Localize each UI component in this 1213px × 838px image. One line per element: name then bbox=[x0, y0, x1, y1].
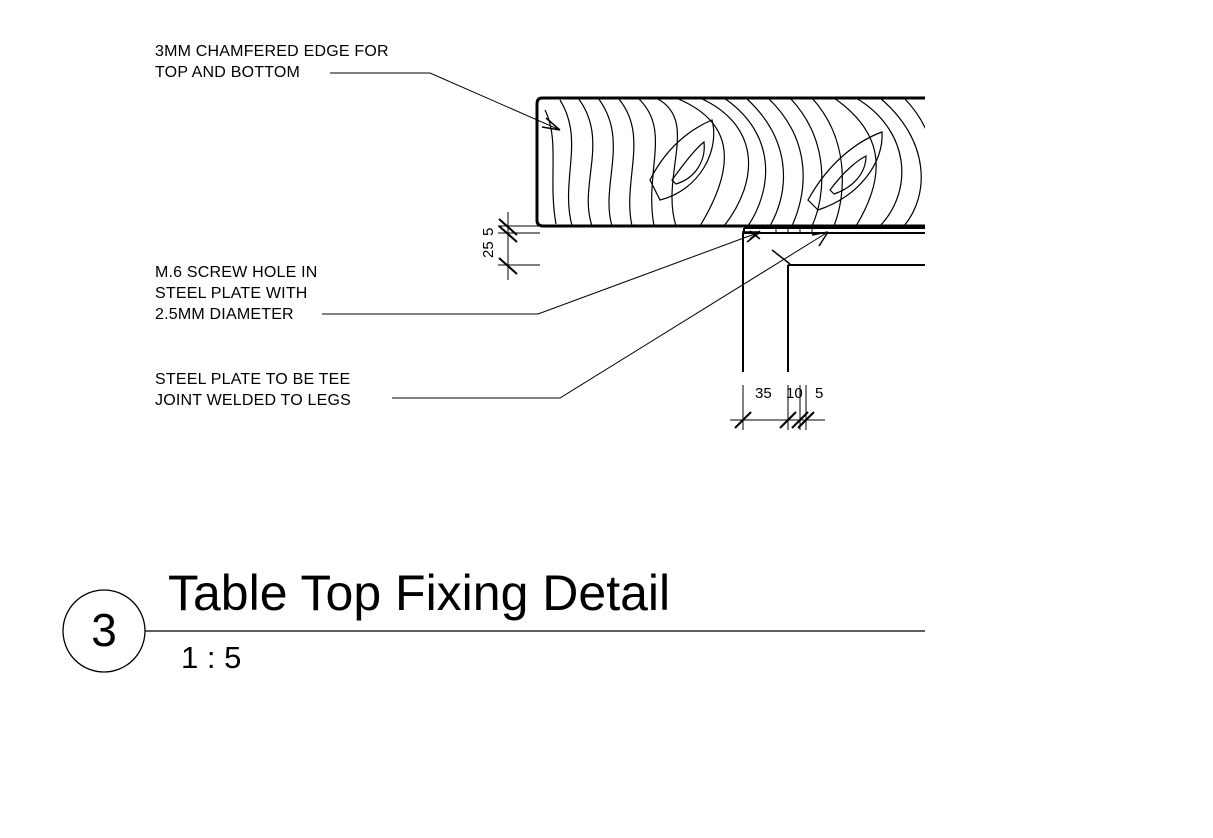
screw-note-line-2: STEEL PLATE WITH bbox=[155, 285, 308, 302]
plate-note-line-2: JOINT WELDED TO LEGS bbox=[155, 392, 352, 409]
timber-table-top bbox=[535, 96, 925, 228]
screw-hole-note: M.6 SCREW HOLE IN STEEL PLATE WITH 2.5MM… bbox=[155, 262, 318, 325]
chamfer-note-line-2: TOP AND BOTTOM bbox=[155, 64, 301, 81]
plate-note-line-1: STEEL PLATE TO BE TEE bbox=[155, 371, 351, 388]
steel-plate bbox=[743, 227, 925, 234]
horizontal-dimension bbox=[730, 385, 825, 430]
chamfer-note-line-1: 3MM CHAMFERED EDGE FOR bbox=[155, 43, 389, 60]
dim-vertical-25: 25 bbox=[480, 241, 497, 258]
screw-note-line-3: 2.5MM DIAMETER bbox=[155, 306, 294, 323]
detail-number: 3 bbox=[91, 604, 117, 656]
wood-grain-hatch bbox=[544, 98, 925, 226]
dim-horizontal-5: 5 bbox=[815, 385, 824, 402]
screw-note-line-1: M.6 SCREW HOLE IN bbox=[155, 264, 318, 281]
detail-title: Table Top Fixing Detail bbox=[168, 565, 671, 621]
chamfer-note: 3MM CHAMFERED EDGE FOR TOP AND BOTTOM bbox=[155, 41, 389, 83]
leader-lines bbox=[322, 72, 829, 399]
steel-plate-note: STEEL PLATE TO BE TEE JOINT WELDED TO LE… bbox=[155, 369, 351, 411]
dim-horizontal-10: 10 bbox=[786, 385, 803, 402]
detail-scale: 1 : 5 bbox=[181, 640, 242, 675]
vertical-dimension bbox=[498, 212, 540, 280]
steel-leg bbox=[742, 233, 925, 372]
dim-horizontal-35: 35 bbox=[755, 385, 772, 402]
dim-vertical-5: 5 bbox=[480, 228, 497, 236]
